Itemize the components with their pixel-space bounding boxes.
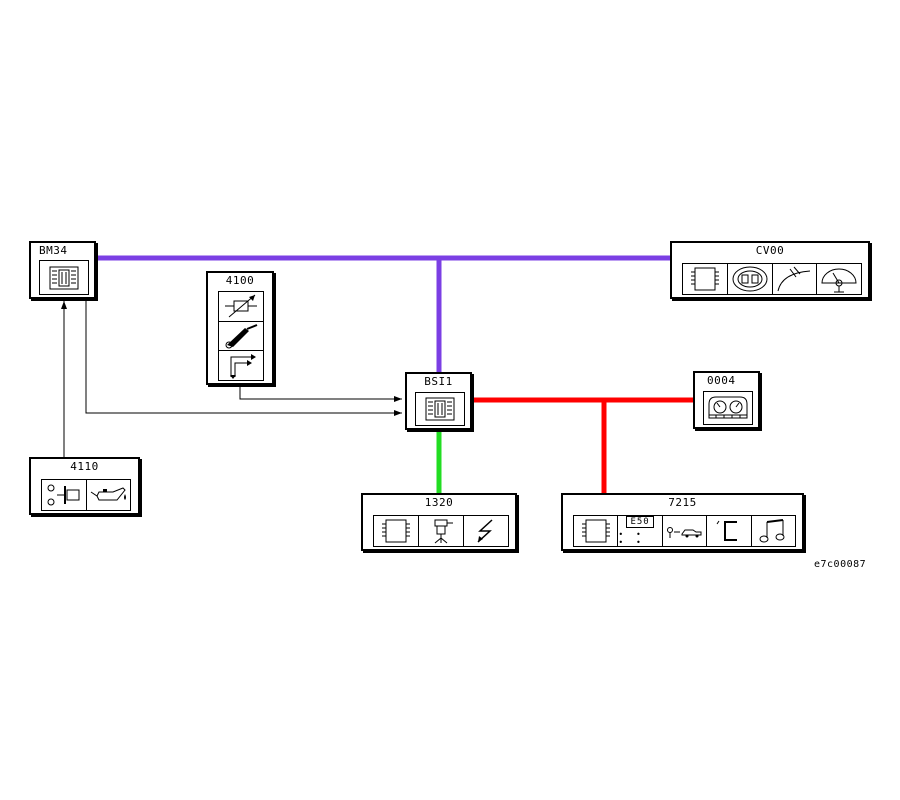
key-car-icon bbox=[663, 516, 708, 546]
injector-icon bbox=[419, 516, 464, 546]
dashboard-gauge-icon bbox=[817, 264, 861, 294]
ignition-spark-icon bbox=[464, 516, 508, 546]
wiper-icon bbox=[773, 264, 818, 294]
module-label: CV00 bbox=[755, 244, 785, 257]
oil-can-icon bbox=[87, 480, 131, 510]
module-cv00[interactable]: CV00 bbox=[670, 241, 870, 299]
reference-code: e7c00087 bbox=[814, 559, 867, 570]
module-bsi1[interactable]: BSI1 bbox=[405, 372, 472, 430]
module-label: 4110 bbox=[70, 460, 99, 473]
door-icon bbox=[707, 516, 752, 546]
module-4100[interactable]: 4100 bbox=[206, 271, 274, 385]
module-label: 7215 bbox=[668, 496, 697, 509]
pedal-sensor-icon bbox=[219, 322, 263, 352]
display-screen-icon: E50 • • • • bbox=[618, 515, 663, 546]
wire-bm34-bsi1 bbox=[85, 299, 402, 416]
module-label: 4100 bbox=[225, 274, 255, 287]
display-screen-text: E50 bbox=[626, 515, 654, 528]
module-label: 1320 bbox=[424, 496, 454, 509]
instrument-panel-icon bbox=[704, 392, 752, 424]
pressure-switch-icon bbox=[42, 480, 87, 510]
wire-4100-bsi1 bbox=[239, 385, 402, 402]
fuse-box-icon bbox=[40, 261, 88, 294]
ecu-chip-icon bbox=[574, 516, 619, 546]
module-0004[interactable]: 0004 bbox=[693, 371, 760, 429]
module-label: BSI1 bbox=[424, 375, 453, 388]
module-4110[interactable]: 4110 bbox=[29, 457, 140, 515]
ecu-chip-icon bbox=[374, 516, 419, 546]
gear-lever-icon bbox=[219, 351, 263, 380]
ecu-chip-icon bbox=[683, 264, 728, 294]
variable-resistor-icon bbox=[219, 292, 263, 322]
module-1320[interactable]: 1320 bbox=[361, 493, 517, 551]
headlamp-icon bbox=[728, 264, 773, 294]
module-7215[interactable]: 7215 E50 • • • • bbox=[561, 493, 804, 551]
music-note-icon bbox=[752, 516, 795, 546]
fuse-box-icon bbox=[416, 393, 464, 425]
module-label: BM34 bbox=[39, 244, 68, 257]
module-bm34[interactable]: BM34 bbox=[29, 241, 96, 299]
module-label: 0004 bbox=[707, 374, 736, 387]
